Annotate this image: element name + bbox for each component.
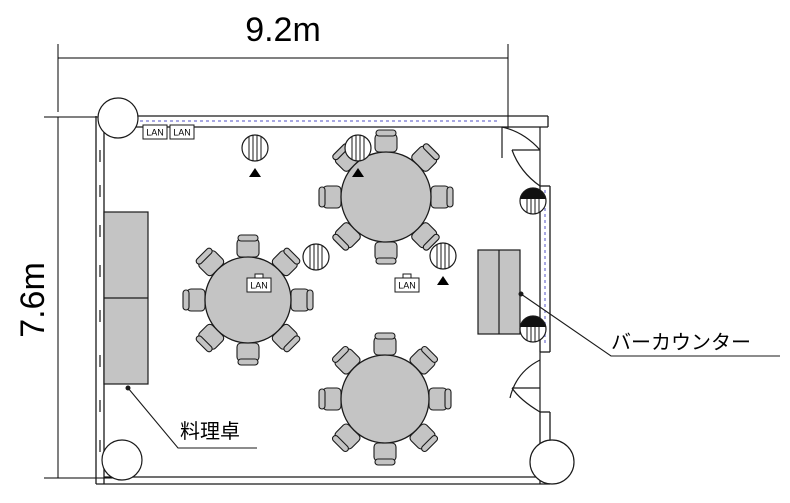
table-group — [182, 234, 314, 366]
speaker-icon — [344, 134, 372, 177]
table-group — [318, 332, 452, 466]
speaker-icon — [429, 242, 457, 285]
bar-counter-label: バーカウンター — [611, 330, 751, 354]
chair — [374, 129, 398, 153]
chair — [290, 288, 314, 312]
chair — [430, 185, 454, 209]
round-tables — [182, 129, 454, 466]
speaker-direction-icon — [249, 168, 261, 177]
speaker-icon — [302, 243, 330, 271]
chair — [318, 185, 342, 209]
lan-label: LAN — [398, 281, 416, 291]
chair — [374, 241, 398, 265]
room-walls — [95, 115, 551, 485]
dimension-width-label: 9.2m — [245, 11, 321, 49]
chair — [236, 234, 260, 258]
chair — [236, 342, 260, 366]
lan-ports: LAN LAN LAN LAN — [142, 124, 420, 293]
speaker-icon — [241, 134, 269, 177]
round-table — [340, 151, 432, 243]
speaker-icon — [519, 315, 547, 343]
round-table — [204, 256, 292, 344]
lan-label: LAN — [173, 128, 191, 138]
lan-port-icon: LAN — [169, 124, 195, 140]
chair — [409, 345, 439, 375]
dashed-wall-lines — [140, 120, 546, 346]
dimension-height-label: 7.6m — [14, 262, 52, 338]
lan-port-icon: LAN — [142, 124, 168, 140]
kitchen-table — [103, 211, 149, 385]
speakers — [241, 134, 547, 343]
callout-lines — [127, 293, 780, 449]
door-icon — [501, 126, 541, 413]
speaker-direction-icon — [437, 276, 449, 285]
chair — [318, 387, 342, 411]
dimension-width — [57, 44, 509, 128]
chair — [373, 332, 397, 356]
lan-port-icon: LAN — [246, 273, 272, 293]
table-group — [318, 129, 454, 265]
chair — [182, 288, 206, 312]
bar-counter — [477, 249, 521, 335]
kitchen-table-label: 料理卓 — [180, 419, 240, 443]
lan-label: LAN — [146, 128, 164, 138]
round-table — [340, 354, 430, 444]
speaker-direction-icon — [352, 168, 364, 177]
lan-port-icon: LAN — [394, 273, 420, 293]
chair — [373, 442, 397, 466]
speaker-icon — [519, 187, 547, 215]
pillar-icon — [97, 97, 575, 485]
chair — [428, 387, 452, 411]
callout-dots — [125, 291, 524, 391]
lan-label: LAN — [250, 281, 268, 291]
